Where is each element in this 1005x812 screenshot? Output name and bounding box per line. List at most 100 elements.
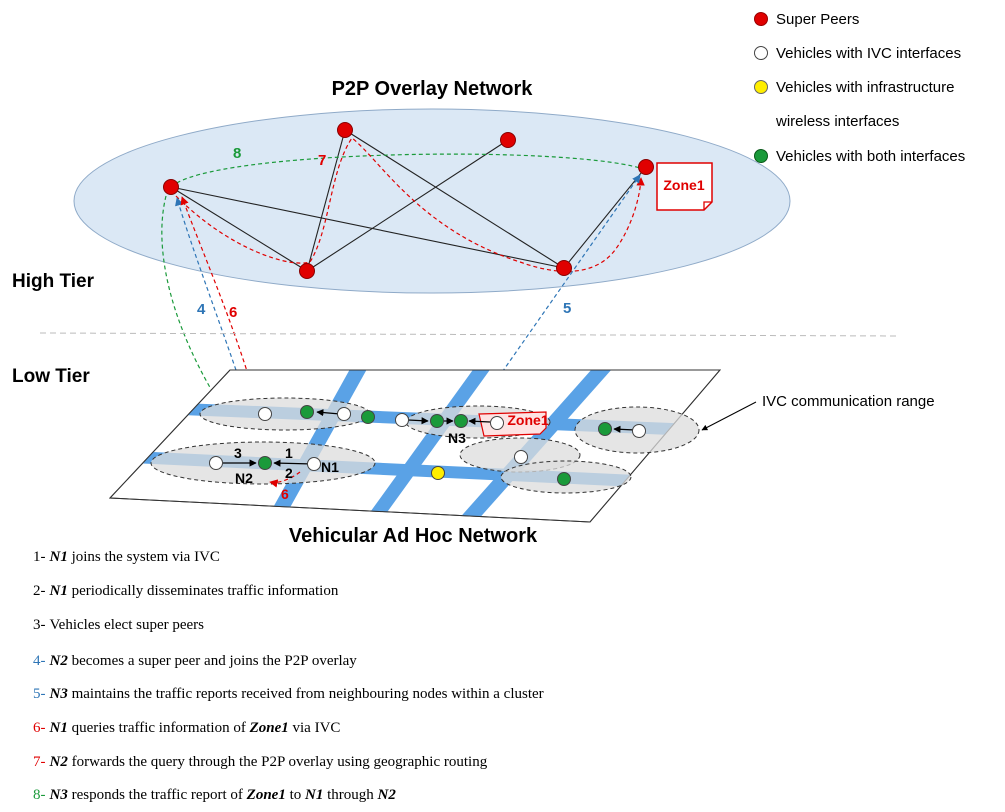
step-text: queries traffic information of (71, 720, 246, 736)
step-number: 1- (33, 549, 46, 565)
legend-label-infra: Vehicles with infrastructure (776, 79, 954, 96)
vehicle-both (361, 410, 375, 424)
step-actor: N2 (49, 653, 68, 669)
step-text-tail: via IVC (292, 720, 341, 736)
vehicle-both (454, 414, 468, 428)
step-number: 7- (33, 754, 46, 770)
overlay-ellipse (73, 108, 791, 294)
zone1-document-icon: Zone1 (656, 162, 713, 211)
step-number: 2- (33, 583, 46, 599)
arrow-label-6-bottom: 6 (281, 486, 289, 502)
step-text: responds the traffic report of (71, 787, 243, 803)
arrow-label-1: 1 (285, 445, 293, 461)
overlay-links (170, 129, 647, 272)
arrow-label-8: 8 (233, 145, 241, 162)
step-5: 5-N3 maintains the traffic reports recei… (33, 686, 544, 703)
step-text: forwards the query through the P2P overl… (71, 754, 488, 770)
arrow-label-3: 3 (234, 445, 242, 461)
vehicle-ivc (395, 413, 409, 427)
ivc-range-pointer (701, 401, 757, 431)
step-actor: N1 (49, 583, 68, 599)
step-zone: Zone1 (246, 787, 286, 803)
arrow-label-5: 5 (563, 300, 571, 317)
step-number: 6- (33, 720, 46, 736)
step-actor: N1 (49, 549, 68, 565)
super-peer-node (500, 132, 516, 148)
vehicle-both (598, 422, 612, 436)
step-via: N2 (377, 787, 396, 803)
vehicle-ivc (514, 450, 528, 464)
ivc-range-label: IVC communication range (762, 393, 935, 410)
route-6-low (269, 471, 301, 488)
tier-divider (39, 332, 901, 337)
super-peer-node (163, 179, 179, 195)
legend-ivc-vehicle-icon (754, 46, 768, 60)
legend-label-both: Vehicles with both interfaces (776, 148, 965, 165)
high-tier-label: High Tier (12, 271, 95, 292)
step-text: Vehicles elect super peers (49, 617, 205, 633)
zone1-label-top: Zone1 (663, 177, 704, 193)
node-label-n1: N1 (321, 459, 339, 475)
step-number: 5- (33, 686, 46, 702)
step-2: 2-N1 periodically disseminates traffic i… (33, 583, 338, 600)
vehicle-ivc (209, 456, 223, 470)
step-actor: N3 (49, 686, 68, 702)
node-label-n3: N3 (448, 430, 466, 446)
zone1-document-icon-bottom: Zone1 (478, 411, 549, 437)
arrow-label-4: 4 (197, 301, 206, 318)
legend-both-vehicle-icon (754, 149, 768, 163)
step-6: 6-N1 queries traffic information of Zone… (33, 720, 340, 737)
step-text: maintains the traffic reports received f… (71, 686, 544, 702)
vehicles (209, 405, 646, 486)
vehicle-ivc (307, 457, 321, 471)
step-number: 8- (33, 787, 46, 803)
super-peer-node (337, 122, 353, 138)
step-1: 1-N1 joins the system via IVC (33, 549, 220, 566)
super-peer-node (299, 263, 315, 279)
legend-super-peer-icon (754, 12, 768, 26)
low-tier-label: Low Tier (12, 366, 90, 387)
step-text: becomes a super peer and joins the P2P o… (71, 653, 357, 669)
vanet-title: Vehicular Ad Hoc Network (289, 525, 538, 547)
step-text-tail: to (289, 787, 302, 803)
step-7: 7-N2 forwards the query through the P2P … (33, 754, 487, 771)
step-target: N1 (305, 787, 324, 803)
step-number: 3- (33, 617, 46, 633)
step-number: 4- (33, 653, 46, 669)
super-peer-node (556, 260, 572, 276)
legend-infra-vehicle-icon (754, 80, 768, 94)
vehicle-both (300, 405, 314, 419)
zone1-label-bottom: Zone1 (507, 412, 548, 428)
super-peer-node (638, 159, 654, 175)
legend-label-ivc: Vehicles with IVC interfaces (776, 45, 961, 62)
step-4: 4-N2 becomes a super peer and joins the … (33, 653, 357, 670)
vehicle-ivc (258, 407, 272, 421)
legend-label-super-peers: Super Peers (776, 11, 859, 28)
step-actor: N2 (49, 754, 68, 770)
route-8-overlay (170, 153, 641, 188)
vehicle-both (430, 414, 444, 428)
step-text: periodically disseminates traffic inform… (71, 583, 339, 599)
step-actor: N3 (49, 787, 68, 803)
step-actor: N1 (49, 720, 68, 736)
vehicle-ivc (337, 407, 351, 421)
vehicle-ivc (490, 416, 504, 430)
step-text: joins the system via IVC (71, 549, 220, 565)
step-8: 8-N3 responds the traffic report of Zone… (33, 787, 396, 804)
legend: Super Peers Vehicles with IVC interfaces… (754, 11, 965, 165)
vehicle-both (258, 456, 272, 470)
vehicle-infra (431, 466, 445, 480)
step-zone: Zone1 (249, 720, 289, 736)
vehicle-both (557, 472, 571, 486)
step-3: 3-Vehicles elect super peers (33, 617, 204, 634)
step-text-tail2: through (327, 787, 374, 803)
legend-label-infra-cont: wireless interfaces (775, 113, 899, 130)
overlay-title: P2P Overlay Network (332, 78, 534, 100)
node-label-n2: N2 (235, 470, 253, 486)
arrow-label-2: 2 (285, 465, 293, 481)
arrow-label-7: 7 (318, 152, 326, 169)
super-peers (163, 122, 654, 279)
vehicle-links (223, 408, 636, 467)
vehicle-ivc (632, 424, 646, 438)
